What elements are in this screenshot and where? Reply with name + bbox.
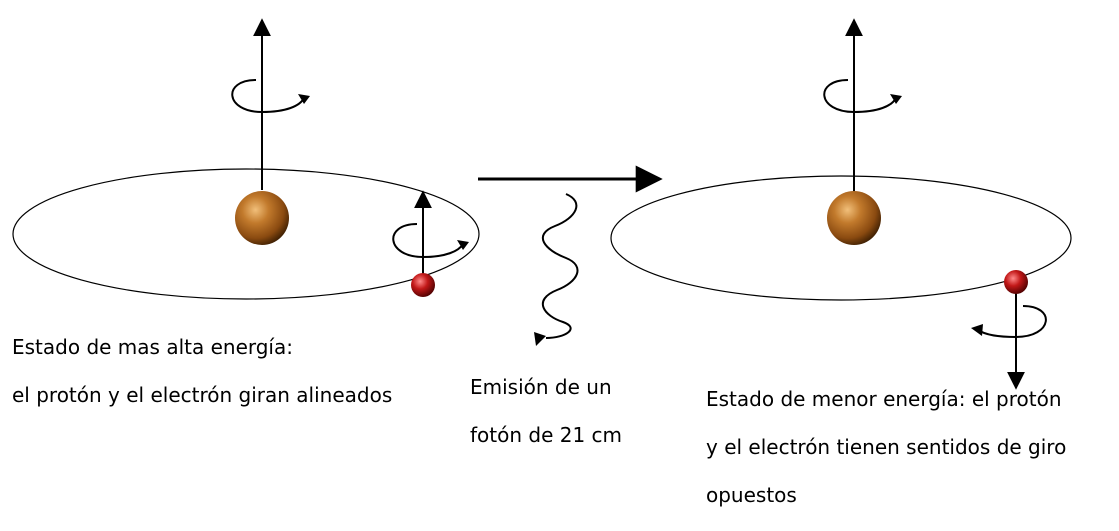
left-caption-line-1: Estado de mas alta energía: xyxy=(12,335,293,359)
transition-caption: Emisión de un fotón de 21 cm xyxy=(470,351,670,471)
transition xyxy=(478,165,663,346)
right-proton xyxy=(827,191,881,245)
right-caption-line-3: opuestos xyxy=(706,483,797,507)
right-state-caption: Estado de menor energía: el protón y el … xyxy=(706,363,1119,531)
left-state xyxy=(12,18,480,300)
left-proton-rotation-icon xyxy=(231,79,310,114)
left-caption-line-2: el protón y el electrón giran alineados xyxy=(12,383,393,407)
left-proton xyxy=(235,191,289,245)
left-state-caption: Estado de mas alta energía: el protón y … xyxy=(12,311,432,431)
right-orbit xyxy=(610,175,1072,301)
left-orbit xyxy=(12,168,480,300)
transition-caption-line-2: fotón de 21 cm xyxy=(470,423,623,447)
right-electron-rotation-icon xyxy=(971,305,1047,339)
right-state xyxy=(610,18,1072,390)
right-caption-line-1: Estado de menor energía: el protón xyxy=(706,387,1062,411)
hydrogen-21cm-diagram xyxy=(12,18,1072,390)
wavy-arrow-icon xyxy=(534,193,579,346)
right-proton-rotation-icon xyxy=(823,79,902,114)
left-electron xyxy=(411,273,435,297)
left-electron-rotation-icon xyxy=(392,223,469,259)
transition-caption-line-1: Emisión de un xyxy=(470,375,612,399)
right-electron xyxy=(1004,270,1028,294)
